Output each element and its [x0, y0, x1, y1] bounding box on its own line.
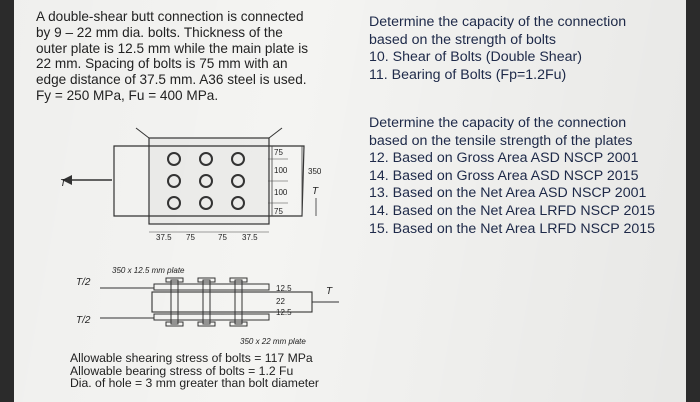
bolt-nut-icon — [165, 321, 184, 327]
dim-label: 37.5 — [156, 233, 172, 242]
dim-label: 100 — [274, 166, 288, 175]
dim-label: 75 — [274, 207, 283, 216]
bolt-group — [167, 152, 245, 210]
bolt-icon — [199, 174, 213, 188]
bolt-icon — [231, 196, 245, 210]
half-load-bottom: T/2 — [76, 315, 91, 326]
thickness-dim: 12.5 — [276, 284, 292, 293]
plate-top-label: 350 x 12.5 mm plate — [112, 266, 185, 275]
splice-edge-line — [268, 127, 283, 139]
plate-bottom-label: 350 x 22 mm plate — [240, 337, 306, 346]
bolt-shank-icon — [170, 279, 179, 325]
main-load-label: T — [326, 286, 333, 297]
note-line: Dia. of hole = 3 mm greater than bolt di… — [70, 376, 319, 390]
question-line: 12. Based on Gross Area ASD NSCP 2001 — [369, 150, 639, 167]
bolt-icon — [199, 196, 213, 210]
question-line: Determine the capacity of the connection — [369, 115, 627, 131]
thickness-dim: 22 — [276, 297, 285, 306]
bolt-nut-icon — [229, 321, 248, 327]
dim-label: 75 — [186, 233, 195, 242]
thickness-dim: 12.5 — [276, 308, 292, 317]
splice-edge-line — [135, 127, 150, 139]
bolt-nut-icon — [197, 321, 216, 327]
bolt-shank-icon — [234, 279, 243, 325]
dim-label: 37.5 — [242, 233, 258, 242]
problem-sheet: A double-shear butt connection is connec… — [14, 0, 686, 402]
bolt-head-icon — [197, 277, 216, 283]
load-label-left: T — [60, 178, 67, 189]
bolt-icon — [167, 152, 181, 166]
question-line: Determine the capacity of the connection — [369, 14, 627, 30]
bolt-shank-icon — [202, 279, 211, 325]
bolt-icon — [167, 174, 181, 188]
bolt-head-icon — [165, 277, 184, 283]
question-line: 10. Shear of Bolts (Double Shear) — [369, 49, 582, 66]
load-label-right: T — [312, 186, 319, 197]
questions-bolts: Determine the capacity of the connection… — [369, 14, 626, 84]
bolt-icon — [167, 196, 181, 210]
question-line: based on the strength of bolts — [369, 31, 556, 48]
bolt-icon — [199, 152, 213, 166]
arrow-head-icon — [62, 175, 72, 185]
problem-line: A double-shear butt connection is connec… — [36, 9, 304, 24]
question-line: based on the tensile strength of the pla… — [369, 132, 633, 149]
questions-plates: Determine the capacity of the connection… — [369, 115, 655, 238]
bolt-section-group — [165, 277, 248, 327]
dim-label: 75 — [218, 233, 227, 242]
outer-plate-bottom — [153, 313, 270, 321]
question-line: 13. Based on the Net Area ASD NSCP 2001 — [369, 185, 647, 202]
question-line: 14. Based on Gross Area ASD NSCP 2015 — [369, 167, 639, 184]
problem-line: by 9 – 22 mm dia. bolts. Thickness of th… — [36, 24, 283, 40]
dim-label: 75 — [274, 148, 283, 157]
dim-label: 100 — [274, 188, 288, 197]
problem-statement: A double-shear butt connection is connec… — [36, 9, 356, 104]
problem-line: edge distance of 37.5 mm. A36 steel is u… — [36, 72, 307, 88]
bolt-head-icon — [229, 277, 248, 283]
bolt-icon — [231, 174, 245, 188]
notes-block: Allowable shearing stress of bolts = 117… — [70, 352, 319, 390]
question-line: 14. Based on the Net Area LRFD NSCP 2015 — [369, 202, 656, 219]
note-line: Allowable bearing stress of bolts = 1.2 … — [70, 363, 294, 378]
connection-figure: T 75 100 100 75 350 T 37.5 75 75 — [60, 127, 339, 346]
half-load-top: T/2 — [76, 277, 91, 288]
problem-line: Fy = 250 MPa, Fu = 400 MPa. — [36, 87, 219, 103]
width-dim-label: 350 — [308, 167, 322, 176]
bolt-icon — [231, 152, 245, 166]
problem-line: 22 mm. Spacing of bolts is 75 mm with an — [36, 56, 288, 72]
problem-line: outer plate is 12.5 mm while the main pl… — [36, 40, 309, 56]
question-line: 15. Based on the Net Area LRFD NSCP 2015 — [369, 220, 656, 237]
question-line: 11. Bearing of Bolts (Fp=1.2Fu) — [369, 66, 567, 83]
outer-plate-top — [153, 283, 270, 291]
note-line: Allowable shearing stress of bolts = 117… — [70, 351, 313, 365]
